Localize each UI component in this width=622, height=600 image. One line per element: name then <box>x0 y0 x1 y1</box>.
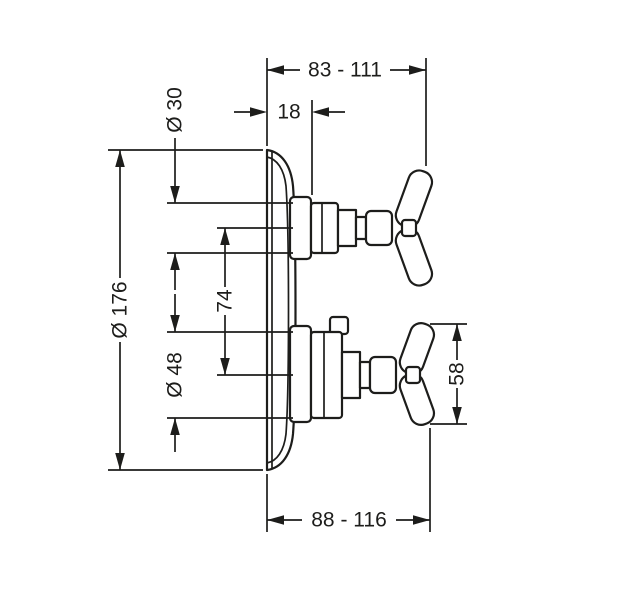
bottom-handle-hub <box>368 355 398 395</box>
dim-plate-projection: 18 <box>234 100 345 195</box>
top-valve-flange <box>288 195 313 261</box>
arrowhead <box>170 418 180 435</box>
arrowhead <box>452 407 462 424</box>
arrowhead <box>170 315 180 332</box>
arrowhead <box>413 515 430 525</box>
dim-bottom-width-label: 88 - 116 <box>311 509 387 532</box>
dim-top-sleeve-diameter-label: Ø 30 <box>164 87 187 133</box>
arrowhead <box>220 228 230 245</box>
arrowhead <box>312 107 329 117</box>
arrowhead <box>250 107 267 117</box>
top-handle-cap <box>400 218 418 238</box>
top-valve-spindle <box>354 215 368 241</box>
dim-top-width-label: 83 - 111 <box>308 59 382 82</box>
arrowhead <box>115 150 125 167</box>
dim-top-width: 83 - 111 <box>266 58 427 166</box>
dim-top-sleeve-diameter: Ø 30 <box>164 87 293 290</box>
bottom-valve-flange <box>288 324 313 424</box>
dim-plate-diameter: Ø 176 <box>108 149 263 471</box>
dim-bottom-width: 88 - 116 <box>266 428 431 532</box>
fixture <box>265 148 436 472</box>
dim-handle-height: 58 <box>430 323 469 425</box>
arrowhead <box>409 65 426 75</box>
dim-bottom-sleeve-diameter-label: Ø 48 <box>164 352 187 398</box>
arrowhead <box>170 253 180 270</box>
arrowhead <box>267 65 284 75</box>
arrowhead <box>267 515 284 525</box>
top-valve-step <box>336 208 358 248</box>
bottom-valve-spindle <box>358 360 372 390</box>
top-valve-sleeve <box>309 201 340 255</box>
top-handle-hub <box>364 209 394 247</box>
dim-handle-spacing-label: 74 <box>214 289 237 313</box>
dim-bottom-sleeve-diameter: Ø 48 <box>164 294 293 452</box>
dim-plate-projection-label: 18 <box>277 101 300 124</box>
dim-handle-height-label: 58 <box>446 362 469 385</box>
arrowhead <box>220 358 230 375</box>
bottom-handle-cap <box>404 365 422 385</box>
faceplate-inner-contour <box>266 156 290 464</box>
bottom-valve-step <box>340 350 362 400</box>
arrowhead <box>115 453 125 470</box>
arrowhead <box>170 186 180 203</box>
bottom-valve-sleeve <box>309 330 344 420</box>
dim-plate-diameter-label: Ø 176 <box>109 281 132 338</box>
dim-handle-spacing: 74 <box>214 227 293 376</box>
arrowhead <box>452 324 462 341</box>
